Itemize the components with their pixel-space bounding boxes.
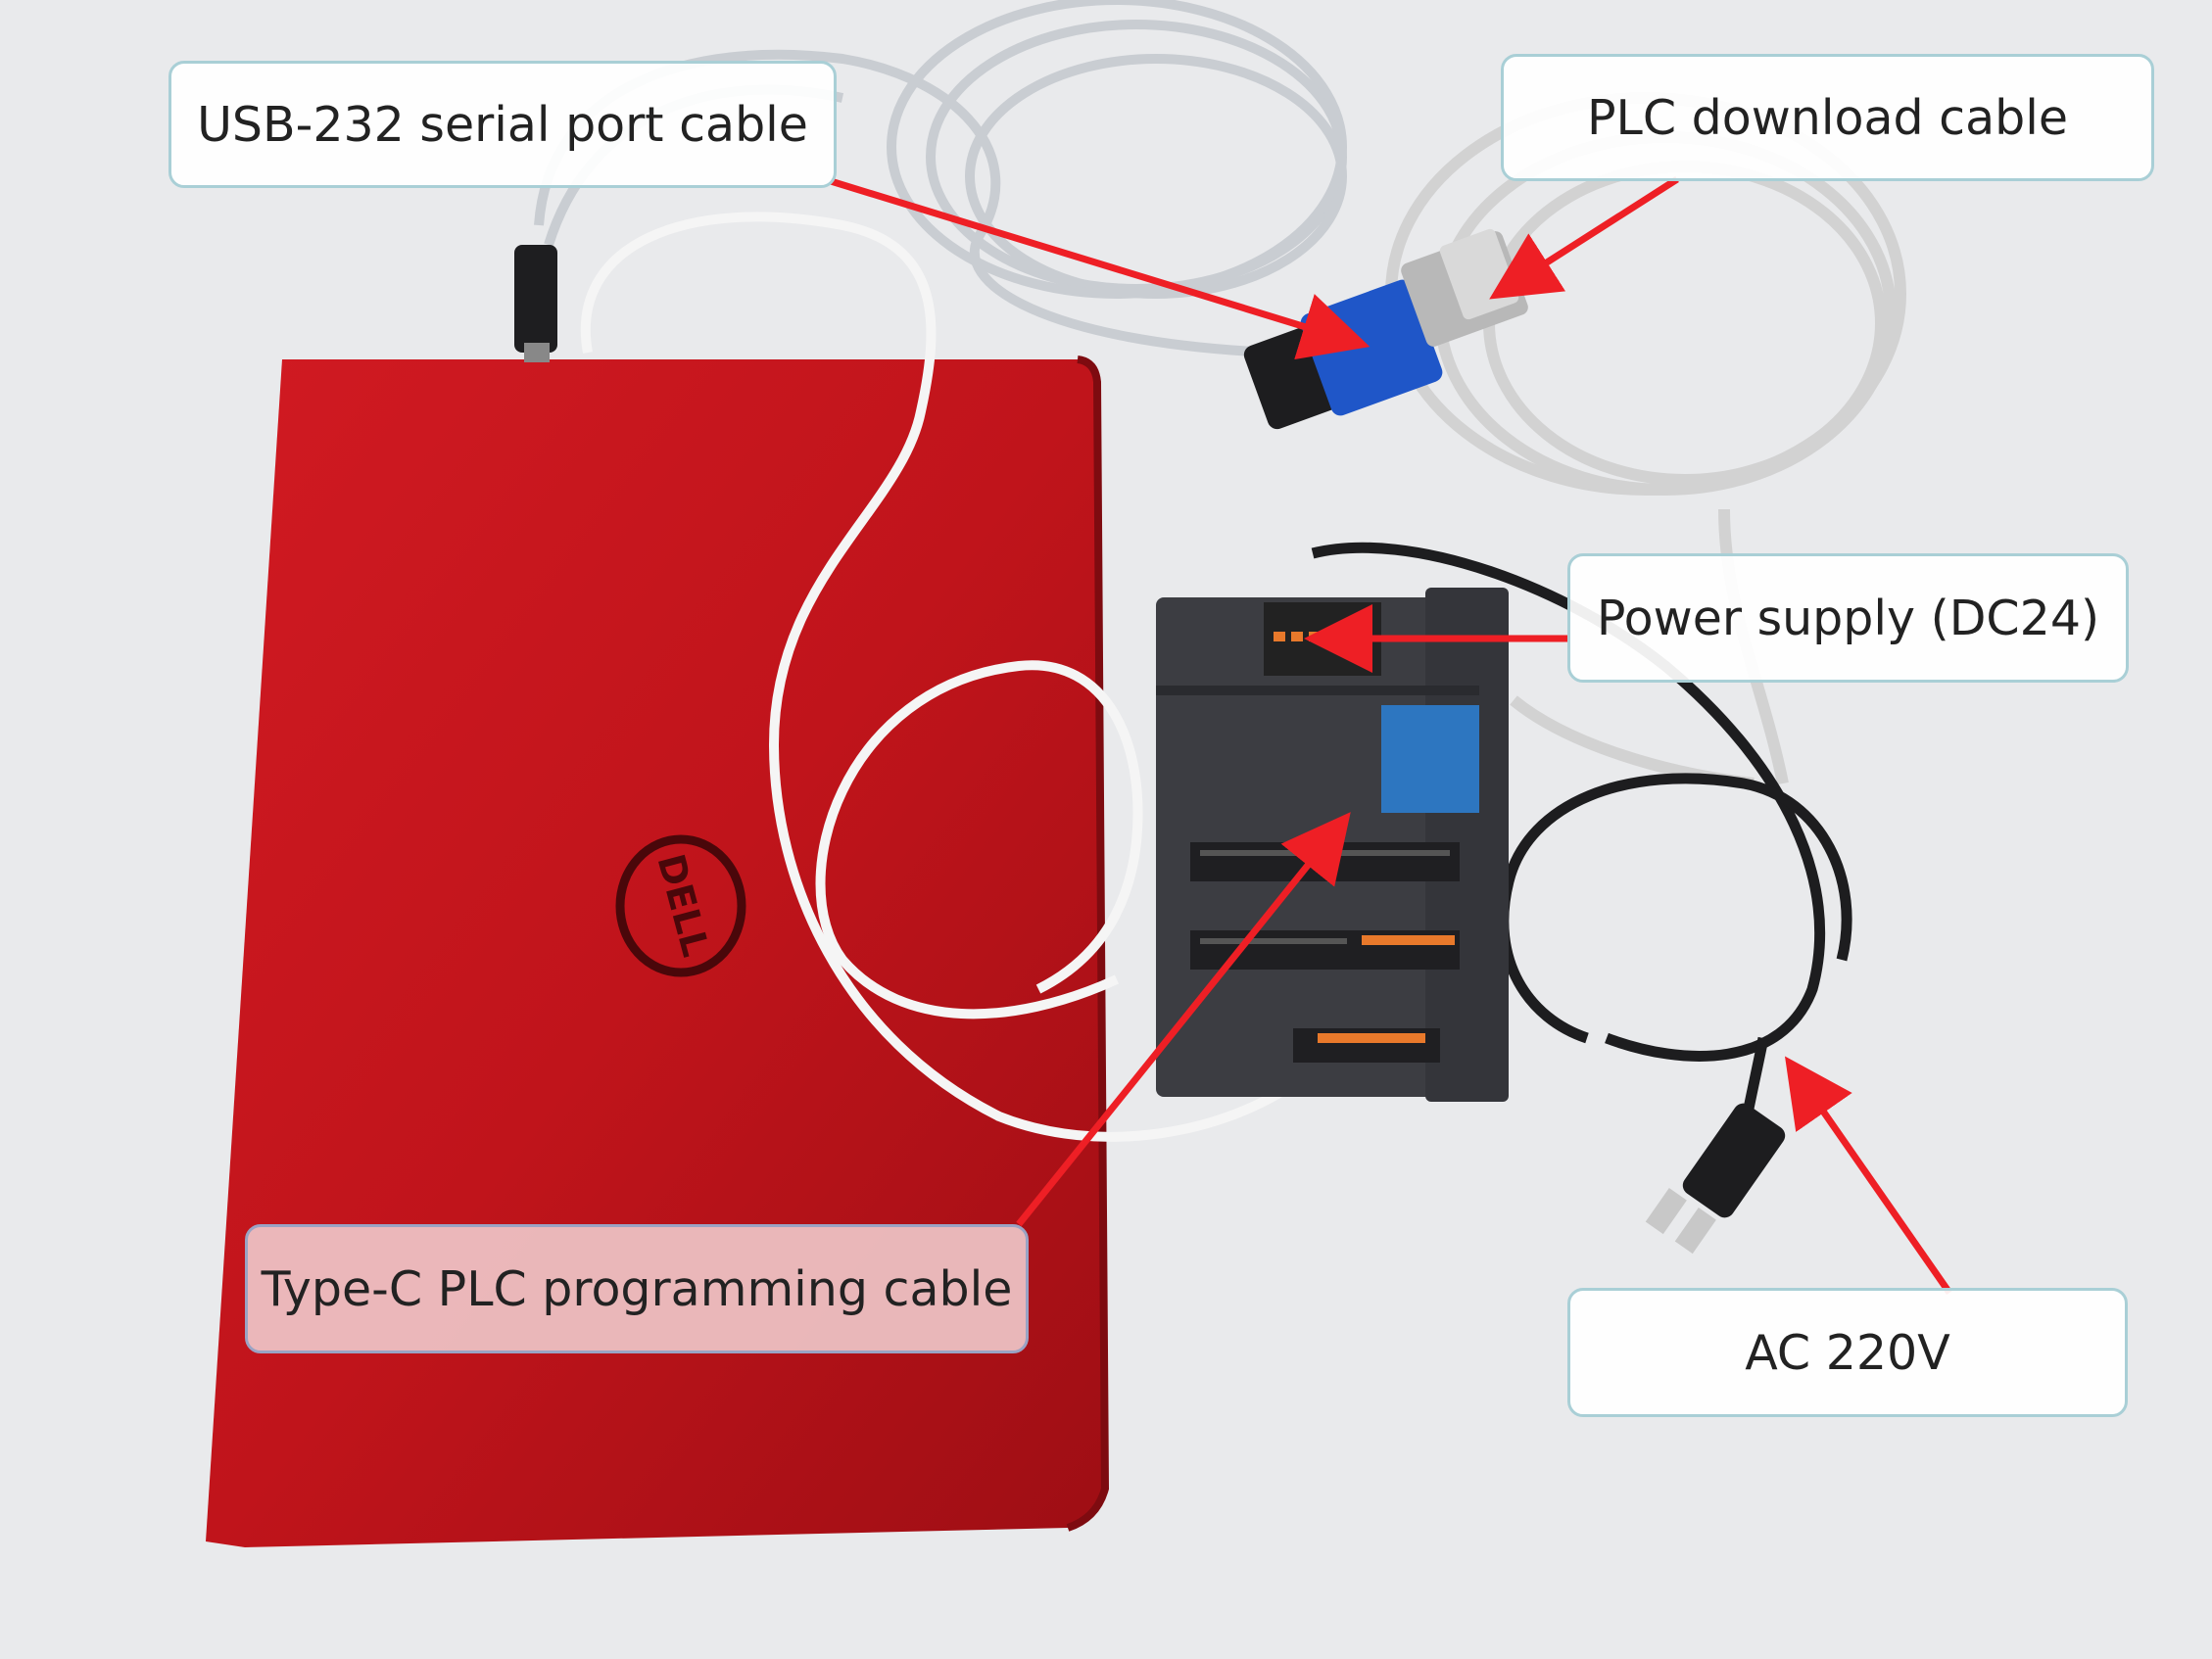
arrow-ac-power	[1785, 1056, 1952, 1295]
arrow-download-cable	[1489, 176, 1679, 300]
label-usb-serial-cable: USB-232 serial port cable	[168, 61, 837, 188]
ac-plug	[1645, 1103, 1786, 1255]
usb-plug	[514, 245, 557, 362]
arrow-usb-cable	[829, 177, 1370, 360]
laptop-logo-ring	[615, 834, 746, 977]
annotation-arrows	[829, 176, 1952, 1295]
plc-controller	[1156, 588, 1509, 1102]
label-type-c-programming-cable: Type-C PLC programming cable	[245, 1224, 1029, 1353]
red-laptop: DELL	[206, 356, 1110, 1547]
arrow-programming-cable	[1016, 812, 1351, 1227]
label-power-supply: Power supply (DC24)	[1567, 553, 2129, 683]
label-plc-download-cable: PLC download cable	[1501, 54, 2154, 181]
label-ac-220v: AC 220V	[1567, 1288, 2128, 1417]
plc-label-panel	[1381, 705, 1479, 813]
